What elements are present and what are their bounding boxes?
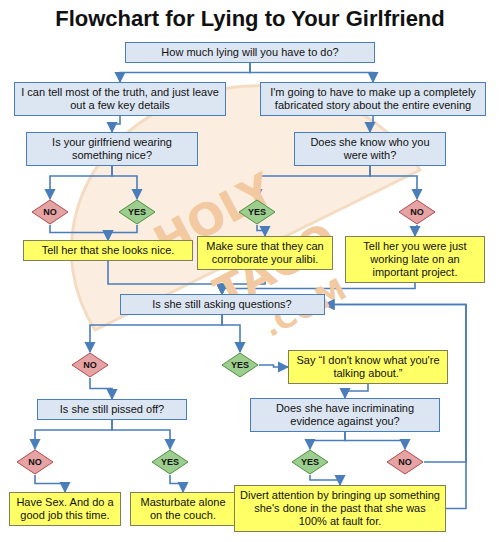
flow-arrow bbox=[35, 475, 65, 492]
node-text: YES bbox=[238, 199, 276, 225]
flow-arrow bbox=[250, 63, 373, 82]
node-text: Tell her that she looks nice. bbox=[29, 244, 187, 257]
no-diamond: NO bbox=[31, 199, 69, 225]
yes-diamond: YES bbox=[291, 449, 329, 475]
flow-arrow bbox=[50, 225, 108, 240]
action-box: Say “I don't know what you're talking ab… bbox=[288, 350, 448, 384]
flow-arrow bbox=[112, 116, 120, 132]
node-text: Make sure that they can corroborate your… bbox=[203, 240, 327, 266]
node-text: Does she have incriminating evidence aga… bbox=[256, 402, 434, 428]
node-text: YES bbox=[291, 449, 329, 475]
flow-arrow bbox=[108, 225, 137, 240]
node-text: Is your girlfriend wearing something nic… bbox=[32, 136, 192, 162]
question-box: Is your girlfriend wearing something nic… bbox=[26, 132, 198, 166]
node-text: How much lying will you have to do? bbox=[131, 46, 369, 59]
no-diamond: NO bbox=[71, 352, 109, 378]
node-text: Divert attention by bringing up somethin… bbox=[240, 489, 440, 528]
question-box: I can tell most of the truth, and just l… bbox=[14, 82, 226, 116]
node-text: NO bbox=[71, 352, 109, 378]
node-text: YES bbox=[151, 449, 189, 475]
yes-diamond: YES bbox=[151, 449, 189, 475]
flow-arrow bbox=[310, 432, 345, 449]
flow-arrow bbox=[345, 432, 405, 449]
flow-arrow bbox=[90, 315, 222, 352]
flow-arrow bbox=[345, 384, 368, 398]
flow-arrow bbox=[50, 166, 112, 199]
yes-diamond: YES bbox=[221, 352, 259, 378]
question-box: Is she still pissed off? bbox=[37, 399, 187, 420]
node-text: Is she still asking questions? bbox=[126, 298, 319, 311]
flow-arrow bbox=[90, 378, 112, 399]
action-box: Make sure that they can corroborate your… bbox=[197, 236, 333, 270]
yes-diamond: YES bbox=[118, 199, 156, 225]
question-box: How much lying will you have to do? bbox=[125, 42, 375, 63]
no-diamond: NO bbox=[386, 449, 424, 475]
flow-arrow bbox=[170, 475, 183, 492]
no-diamond: NO bbox=[16, 449, 54, 475]
flow-arrow bbox=[259, 365, 288, 367]
taco-shell bbox=[71, 86, 420, 330]
node-text: NO bbox=[31, 199, 69, 225]
node-text: YES bbox=[118, 199, 156, 225]
action-box: Have Sex. And do a good job this time. bbox=[9, 492, 121, 526]
flow-arrow bbox=[222, 315, 240, 352]
flow-arrow bbox=[415, 225, 417, 236]
chart-title: Flowchart for Lying to Your Girlfriend bbox=[0, 6, 500, 32]
action-box: Masturbate alone on the couch. bbox=[130, 492, 236, 526]
question-box: Does she know who you were with? bbox=[294, 132, 446, 166]
no-diamond: NO bbox=[398, 199, 436, 225]
node-text: Masturbate alone on the couch. bbox=[136, 496, 230, 522]
question-box: Is she still asking questions? bbox=[120, 294, 325, 315]
node-text: NO bbox=[398, 199, 436, 225]
node-text: NO bbox=[386, 449, 424, 475]
node-text: Tell her you were just working late on a… bbox=[351, 240, 479, 279]
node-text: NO bbox=[16, 449, 54, 475]
question-box: Does she have incriminating evidence aga… bbox=[250, 398, 440, 432]
flow-arrow bbox=[112, 420, 170, 449]
flow-arrow bbox=[310, 475, 340, 485]
flow-arrow bbox=[257, 225, 265, 236]
action-box: Divert attention by bringing up somethin… bbox=[234, 485, 446, 532]
yes-diamond: YES bbox=[238, 199, 276, 225]
action-box: Tell her you were just working late on a… bbox=[345, 236, 485, 283]
node-text: I can tell most of the truth, and just l… bbox=[20, 86, 220, 112]
node-text: YES bbox=[221, 352, 259, 378]
flow-arrow bbox=[370, 166, 417, 199]
node-text: Does she know who you were with? bbox=[300, 136, 440, 162]
node-text: Say “I don't know what you're talking ab… bbox=[294, 354, 442, 380]
question-box: I'm going to have to make up a completel… bbox=[260, 82, 486, 116]
flow-arrow bbox=[120, 63, 250, 82]
flow-arrow bbox=[370, 116, 373, 132]
node-text: I'm going to have to make up a completel… bbox=[266, 86, 480, 112]
node-text: Have Sex. And do a good job this time. bbox=[15, 496, 115, 522]
flow-arrow bbox=[112, 166, 137, 199]
action-box: Tell her that she looks nice. bbox=[23, 240, 193, 261]
node-text: Is she still pissed off? bbox=[43, 403, 181, 416]
flow-arrow bbox=[35, 420, 112, 449]
